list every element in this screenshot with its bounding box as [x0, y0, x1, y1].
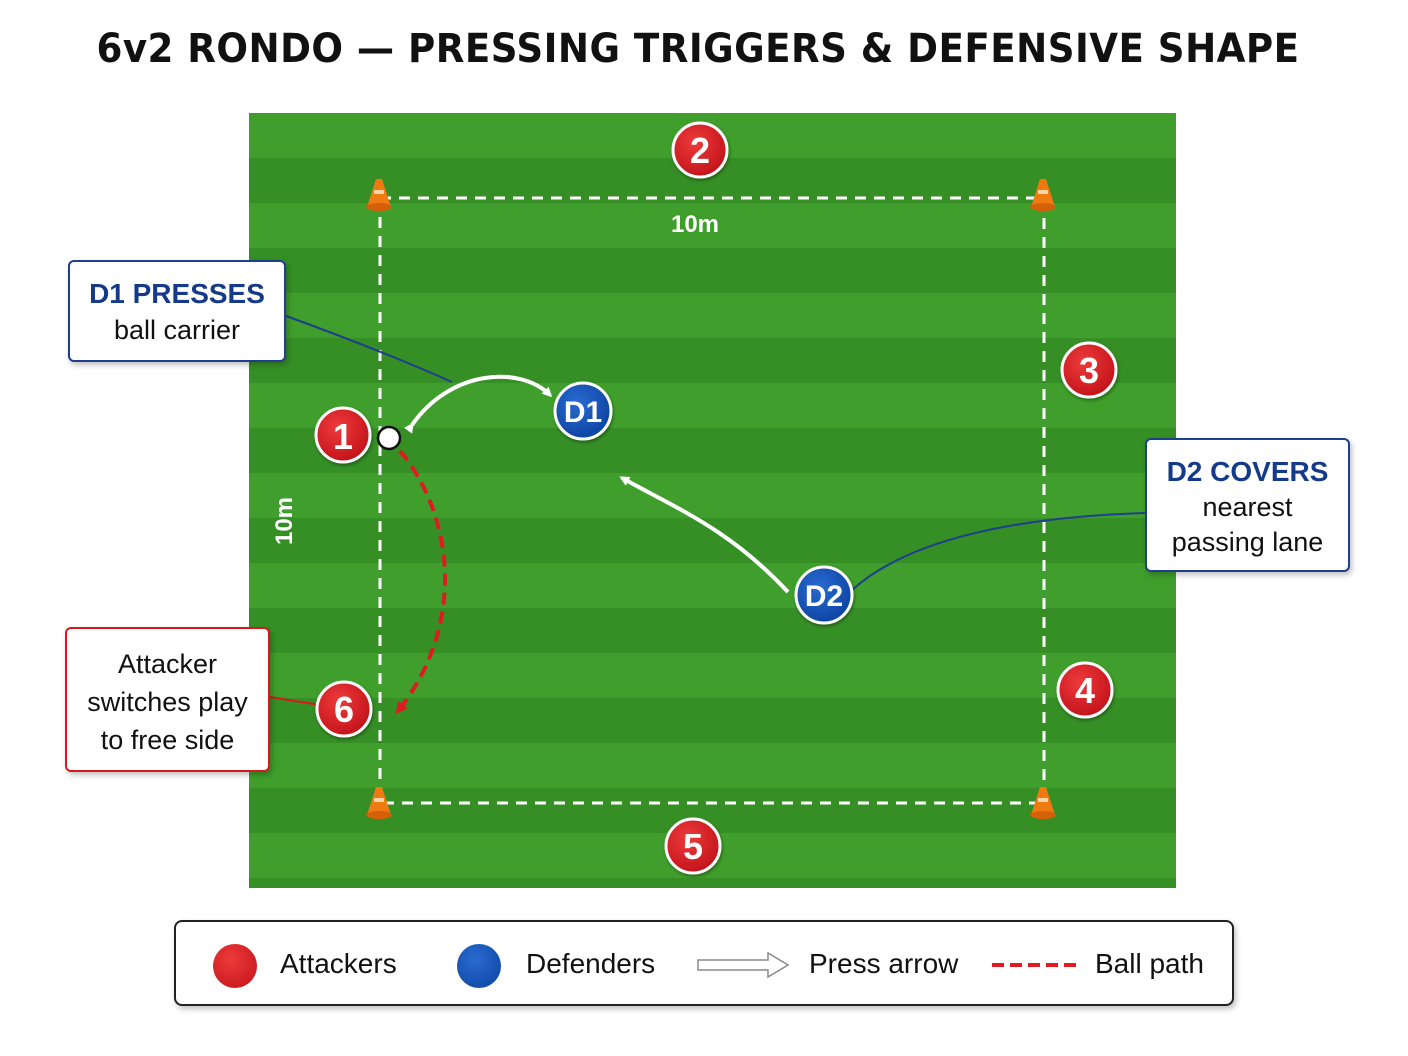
grid-top-label: 10m: [671, 211, 719, 238]
press-arrow-d2: [619, 476, 790, 594]
attacker-3: 3: [1060, 341, 1118, 399]
press-arrow-d1: [403, 374, 553, 434]
defender-d2: D2: [794, 565, 854, 625]
callout-d2-connector: [851, 512, 1146, 591]
grid-side-label: 10m: [271, 497, 298, 545]
callout-d1-heading: D1 PRESSES: [89, 278, 265, 309]
legend-ball-path-label: Ball path: [1095, 948, 1204, 979]
attacker-4: 4: [1056, 661, 1114, 719]
callout-d2-covers: D2 COVERS nearest passing lane: [1145, 438, 1350, 572]
defender-d1: D1: [553, 381, 613, 441]
attacker-4-label: 4: [1075, 670, 1095, 711]
callout-d2-body-line2: passing lane: [1171, 527, 1324, 557]
legend-ball-path-icon: [992, 963, 1078, 967]
callout-six-line3: to free side: [100, 725, 235, 755]
attacker-1: 1: [314, 406, 372, 464]
attacker-5: 5: [664, 817, 722, 875]
cone-top-left: [366, 179, 392, 211]
defender-d1-label: D1: [564, 396, 602, 429]
legend: Attackers Defenders Press arrow Ball pat…: [174, 920, 1234, 1006]
callout-six-line2: switches play: [87, 687, 248, 717]
attacker-6-label: 6: [334, 689, 354, 730]
callout-attacker-switch: Attacker switches play to free side: [65, 627, 270, 772]
legend-defender-swatch: [457, 944, 501, 988]
attacker-3-label: 3: [1079, 350, 1099, 391]
legend-press-arrow-icon: [697, 951, 790, 979]
legend-press-arrow-label: Press arrow: [809, 948, 959, 979]
grid-boundary: [378, 196, 1046, 805]
ball-path: [395, 449, 447, 715]
callout-d1-body: ball carrier: [113, 315, 241, 345]
callout-six-line1: Attacker: [117, 649, 218, 679]
legend-attacker-swatch: [213, 944, 257, 988]
legend-defenders-label: Defenders: [526, 948, 656, 979]
attacker-5-label: 5: [683, 826, 703, 867]
pitch: [249, 113, 1176, 888]
attacker-2: 2: [671, 121, 729, 179]
cone-bottom-right: [1030, 787, 1056, 819]
legend-attackers-label: Attackers: [280, 948, 397, 979]
attacker-2-label: 2: [690, 130, 710, 171]
callout-d1-presses: D1 PRESSES ball carrier: [68, 260, 286, 362]
cone-top-right: [1030, 179, 1056, 211]
callout-d1-connector: [285, 315, 453, 383]
page-title: 6v2 RONDO — PRESSING TRIGGERS & DEFENSIV…: [96, 26, 1300, 72]
callout-d2-body-line1: nearest: [1202, 492, 1293, 522]
defender-d2-label: D2: [805, 580, 843, 613]
callout-d2-heading: D2 COVERS: [1166, 456, 1329, 487]
attacker-1-label: 1: [333, 416, 353, 457]
cone-bottom-left: [366, 787, 392, 819]
attacker-6: 6: [315, 680, 373, 738]
ball: [376, 425, 402, 451]
callout-six-connector: [269, 696, 321, 706]
